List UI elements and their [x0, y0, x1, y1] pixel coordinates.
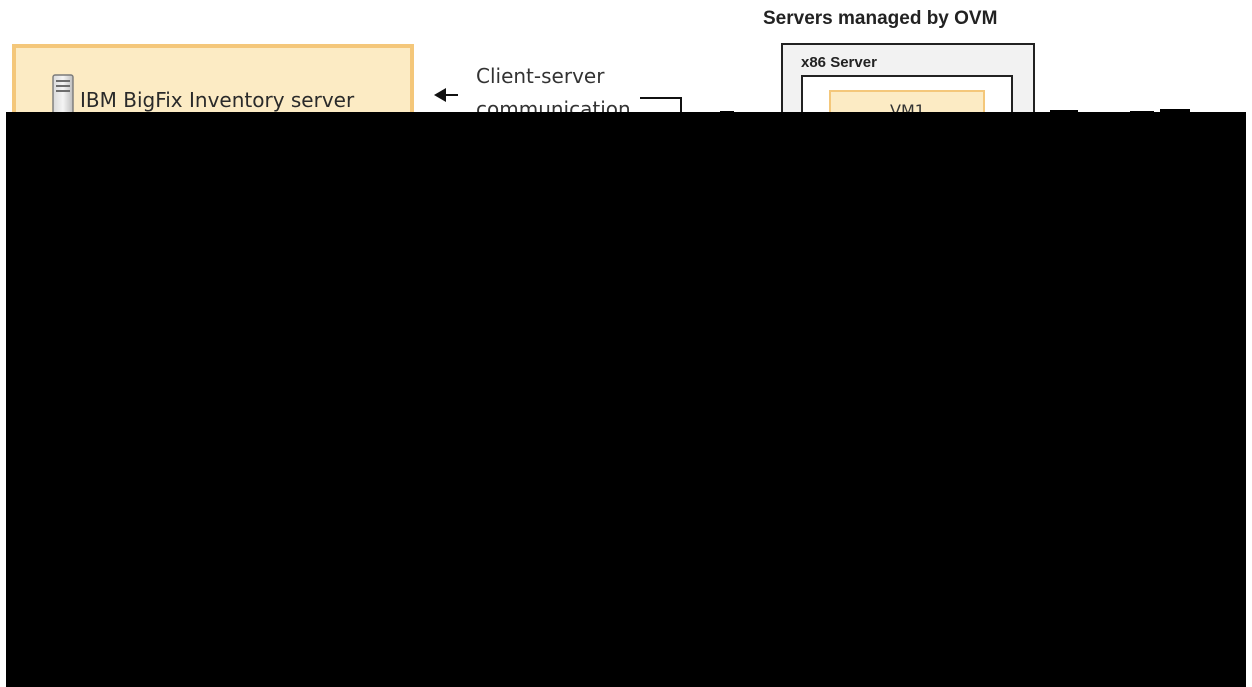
inventory-server-box: IBM BigFix Inventory server — [12, 44, 414, 116]
communication-label: Client-server — [476, 61, 604, 91]
arrow-head-icon — [434, 88, 458, 102]
redacted-region — [6, 112, 1246, 687]
communication-label-line2: communication — [476, 97, 631, 112]
vm-box — [829, 90, 985, 113]
x86-server-label: x86 Server — [801, 54, 877, 71]
connector-line — [640, 97, 682, 113]
vm-label: VM1 — [890, 101, 925, 112]
communication-label-line1: Client-server — [476, 64, 605, 88]
server-icon — [52, 74, 74, 116]
ovm-group-title: Servers managed by OVM — [763, 8, 998, 29]
inventory-server-label: IBM BigFix Inventory server — [80, 88, 355, 112]
